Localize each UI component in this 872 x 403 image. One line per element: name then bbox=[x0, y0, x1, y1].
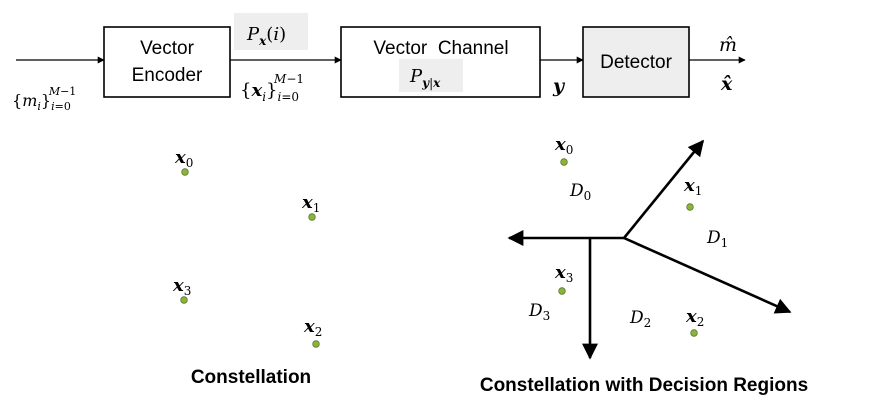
channel-output-label: y bbox=[552, 75, 566, 97]
decision-regions-panel: x0 x1 x3 x2 D0 D1 D3 D2 Constellation wi… bbox=[480, 134, 808, 396]
decision-point-label-x1: x1 bbox=[683, 175, 702, 198]
region-label-d2: D2 bbox=[629, 308, 651, 330]
decision-point-x1 bbox=[686, 203, 694, 211]
encoder-label-line1: Vector bbox=[140, 38, 195, 59]
channel-title: Vector Channel bbox=[373, 38, 508, 59]
decision-point-label-x2: x2 bbox=[685, 306, 704, 329]
detector-label: Detector bbox=[600, 52, 672, 73]
constellation-point-label-x0: x0 bbox=[174, 147, 193, 170]
boundary-ray-lower-right bbox=[623, 236, 792, 314]
region-label-d1: D1 bbox=[706, 228, 728, 250]
constellation-point-x1 bbox=[308, 213, 316, 221]
decision-point-label-x0: x0 bbox=[554, 134, 573, 157]
constellation-caption: Constellation bbox=[191, 367, 311, 388]
constellation-point-label-x1: x1 bbox=[301, 192, 320, 215]
decision-caption: Constellation with Decision Regions bbox=[480, 375, 808, 396]
encoder-label-line2: Encoder bbox=[132, 65, 203, 86]
codebook-label: {xi}i=0M−1 bbox=[240, 72, 304, 104]
input-message-label: {mi}i=0M−1 bbox=[12, 85, 76, 113]
prior-label: Px(i) bbox=[246, 24, 286, 48]
constellation-point-x2 bbox=[312, 340, 320, 348]
block-diagram: {mi}i=0M−1 Vector Encoder Px(i) {xi}i=0M… bbox=[12, 13, 746, 113]
region-label-d0: D0 bbox=[569, 181, 591, 203]
constellation-point-label-x2: x2 bbox=[303, 316, 322, 339]
vector-encoder-box bbox=[103, 26, 231, 98]
output-m-hat-label: m̂ bbox=[719, 34, 737, 56]
decision-point-x0 bbox=[560, 158, 568, 166]
output-x-hat-label: x̂ bbox=[720, 73, 733, 95]
region-label-d3: D3 bbox=[528, 301, 550, 323]
detector-box bbox=[582, 26, 690, 98]
constellation-panel: x0 x1 x3 x2 Constellation bbox=[172, 147, 322, 388]
channel-pdf-label: Py|x bbox=[409, 66, 441, 90]
decision-point-x2 bbox=[690, 329, 698, 337]
prior-label-bg bbox=[234, 13, 308, 50]
decision-point-label-x3: x3 bbox=[554, 262, 573, 285]
constellation-point-x0 bbox=[181, 168, 189, 176]
constellation-point-label-x3: x3 bbox=[172, 275, 191, 298]
decision-point-x3 bbox=[558, 287, 566, 295]
channel-pdf-bg bbox=[399, 59, 463, 92]
boundary-ray-upper-right bbox=[622, 139, 705, 239]
constellation-point-x3 bbox=[180, 296, 188, 304]
